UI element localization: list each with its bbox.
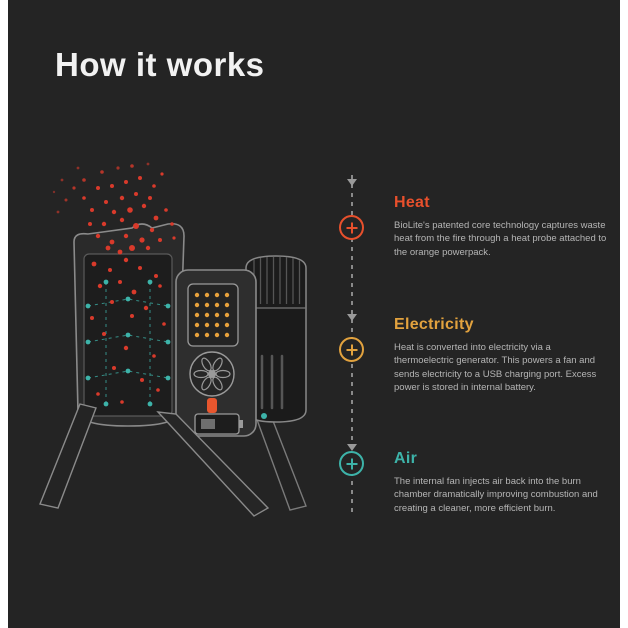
electricity-heading: Electricity xyxy=(394,316,474,333)
section-heat: Heat BioLite's patented core technology … xyxy=(394,194,610,259)
electricity-description: Heat is converted into electricity via a… xyxy=(394,342,597,394)
heat-plus-icon[interactable] xyxy=(339,215,364,240)
stove-cutaway-svg xyxy=(39,162,307,517)
infographic-canvas: How it works xyxy=(8,0,620,628)
stove-leg-left xyxy=(39,403,97,509)
arrow-down-icon xyxy=(347,179,357,186)
usb-slots xyxy=(260,354,284,410)
air-plus-icon[interactable] xyxy=(339,451,364,476)
led-indicator xyxy=(261,413,267,419)
heat-heading: Heat xyxy=(394,194,430,211)
stove-illustration xyxy=(14,158,344,548)
arrow-down-icon xyxy=(347,444,357,451)
air-particles xyxy=(85,279,171,407)
heat-description: BioLite's patented core technology captu… xyxy=(394,220,607,258)
fire-particles-burst xyxy=(52,162,176,255)
air-heading: Air xyxy=(394,450,418,467)
air-description: The internal fan injects air back into t… xyxy=(394,476,598,514)
battery-icon xyxy=(194,413,243,435)
heat-probe xyxy=(207,398,217,413)
page-title: How it works xyxy=(55,46,265,83)
thermoelectric-panel xyxy=(187,283,239,347)
powerpack xyxy=(175,269,257,437)
section-air: Air The internal fan injects air back in… xyxy=(394,450,610,515)
electricity-plus-icon[interactable] xyxy=(339,337,364,362)
section-electricity: Electricity Heat is converted into elect… xyxy=(394,316,610,395)
fan-icon xyxy=(189,351,235,397)
arrow-down-icon xyxy=(347,314,357,321)
stove-leg-front xyxy=(156,411,270,517)
fire-particles-chamber xyxy=(90,257,166,404)
panel-led-dots xyxy=(194,292,230,338)
